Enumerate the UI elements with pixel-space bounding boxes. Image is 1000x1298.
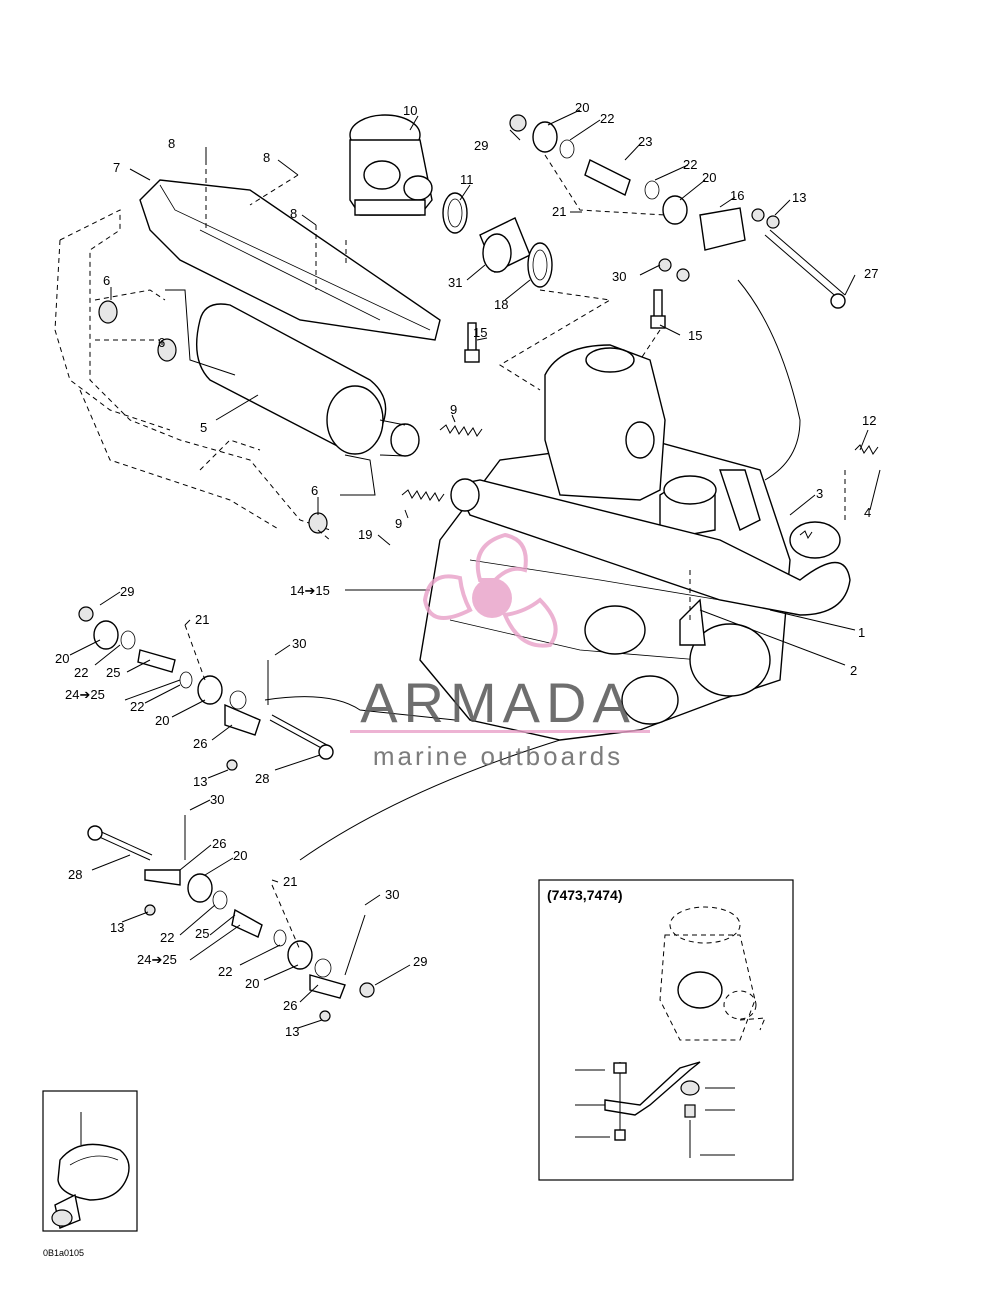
heat-shield	[139, 179, 441, 341]
callout-12: 12	[862, 413, 876, 428]
callout-30d: 30	[385, 887, 399, 902]
callout-18: 18	[494, 297, 508, 312]
callout-23: 23	[638, 134, 652, 149]
callout-13d: 13	[285, 1024, 299, 1039]
callout-13a: 13	[792, 190, 806, 205]
callout-28b: 28	[68, 867, 82, 882]
callout-22d: 22	[130, 699, 144, 714]
callout-20e: 20	[233, 848, 247, 863]
engine-block	[419, 344, 791, 741]
callout-20c: 20	[55, 651, 69, 666]
callout-24-25b: 24➔25	[137, 952, 177, 967]
callout-21c: 21	[283, 874, 297, 889]
callout-14-15: 14➔15	[290, 583, 330, 598]
callout-3: 3	[816, 486, 823, 501]
watermark: ARMADA marine outboards	[350, 532, 650, 771]
callout-19: 19	[358, 527, 372, 542]
rubber-mounts	[98, 300, 328, 534]
callout-30c: 30	[210, 792, 224, 807]
callout-11: 11	[460, 172, 474, 187]
callout-2: 2	[850, 663, 857, 678]
callout-22f: 22	[218, 964, 232, 979]
callout-25b: 25	[195, 926, 209, 941]
callout-30b: 30	[292, 636, 306, 651]
inset-panel: (7473,7474)	[538, 879, 794, 1181]
part-17-panel	[42, 1090, 138, 1232]
callout-8b: 8	[263, 150, 270, 165]
callout-7: 7	[113, 160, 120, 175]
callout-4: 4	[864, 505, 871, 520]
callout-22a: 22	[600, 111, 614, 126]
callout-29b: 29	[120, 584, 134, 599]
callout-26a: 26	[193, 736, 207, 751]
callout-26b: 26	[212, 836, 226, 851]
inset-carburetor	[659, 906, 766, 1041]
callout-13b: 13	[193, 774, 207, 789]
callout-6c: 6	[311, 483, 318, 498]
clamps-and-boot	[442, 192, 553, 288]
carburetor	[349, 114, 433, 216]
callout-30a: 30	[612, 269, 626, 284]
callout-9b: 9	[395, 516, 402, 531]
callout-20d: 20	[155, 713, 169, 728]
inset-bracket	[604, 1061, 701, 1158]
hull-frame-outline	[54, 209, 331, 531]
callout-29a: 29	[474, 138, 488, 153]
callout-20b: 20	[702, 170, 716, 185]
drawing-code: 0B1a0105	[43, 1248, 84, 1258]
callout-25a: 25	[106, 665, 120, 680]
callout-21b: 21	[195, 612, 209, 627]
callout-26c: 26	[283, 998, 297, 1013]
spark-plugs	[464, 289, 666, 363]
springs	[401, 424, 879, 540]
inset-title: (7473,7474)	[547, 887, 623, 903]
callout-29c: 29	[413, 954, 427, 969]
callout-27: 27	[864, 266, 878, 281]
callout-22b: 22	[683, 157, 697, 172]
callout-1: 1	[858, 625, 865, 640]
callout-9a: 9	[450, 402, 457, 417]
watermark-brand: ARMADA	[360, 671, 636, 734]
exhaust-manifold	[450, 469, 851, 646]
callout-20a: 20	[575, 100, 589, 115]
callout-22e: 22	[160, 930, 174, 945]
muffler	[165, 289, 420, 496]
leader-lines	[69, 109, 881, 1029]
callout-5: 5	[200, 420, 207, 435]
callout-6a: 6	[103, 273, 110, 288]
callout-21a: 21	[552, 204, 566, 219]
callout-8a: 8	[168, 136, 175, 151]
watermark-tagline: marine outboards	[373, 741, 623, 771]
callout-20f: 20	[245, 976, 259, 991]
part-17-drawing	[51, 1143, 130, 1229]
upper-mount-assembly	[509, 114, 846, 481]
callout-24-25a: 24➔25	[65, 687, 105, 702]
callout-15a: 15	[473, 325, 487, 340]
callout-22c: 22	[74, 665, 88, 680]
lower-mount-assembly	[87, 739, 561, 1022]
callout-13c: 13	[110, 920, 124, 935]
callout-31: 31	[448, 275, 462, 290]
callout-28a: 28	[255, 771, 269, 786]
propeller-logo	[422, 532, 558, 648]
left-mount-assembly	[78, 606, 456, 771]
callout-10: 10	[403, 103, 417, 118]
callout-8c: 8	[290, 206, 297, 221]
callout-16: 16	[730, 188, 744, 203]
callout-15b: 15	[688, 328, 702, 343]
callout-6b: 6	[158, 335, 165, 350]
